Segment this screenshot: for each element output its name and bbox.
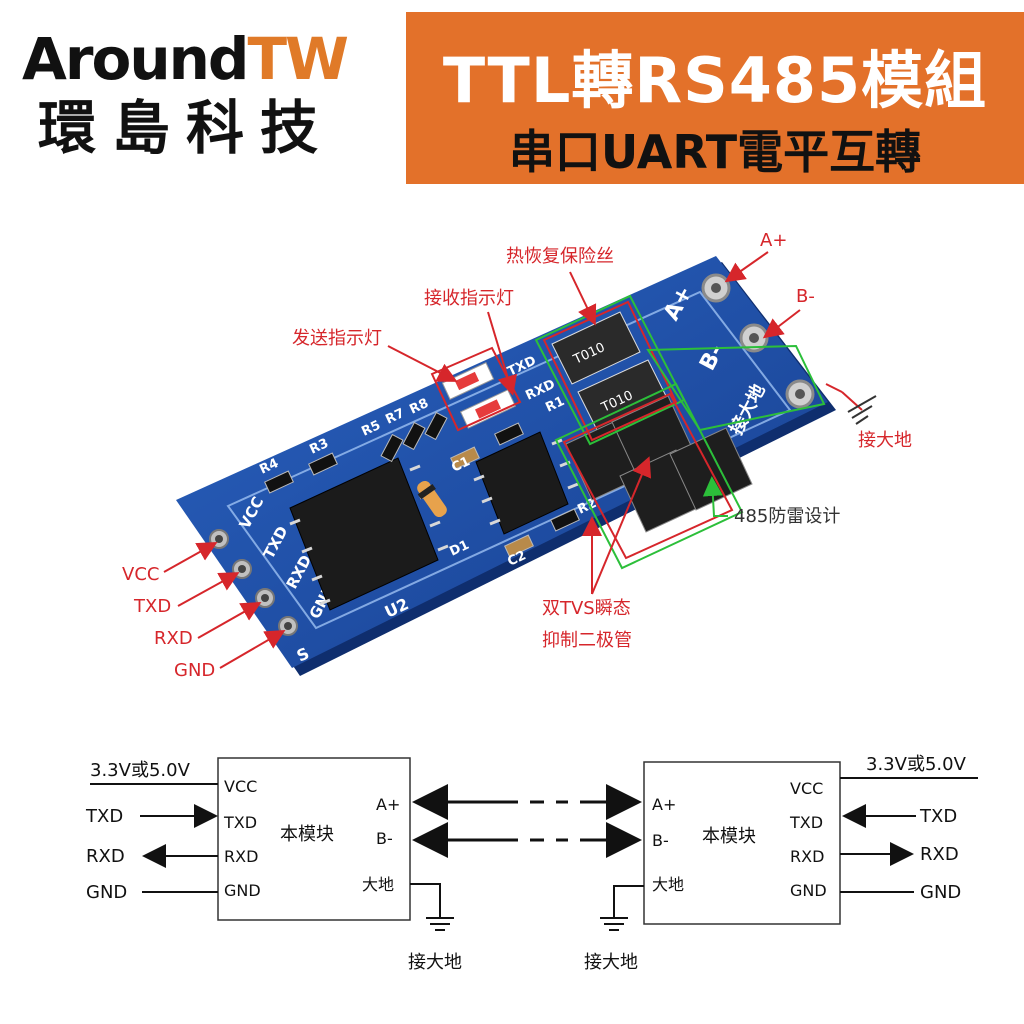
silk-r7: R7 (383, 406, 407, 428)
right-pin-txd: TXD (789, 813, 823, 832)
right-pin-a: A+ (652, 795, 676, 814)
brand-name-en: AroundTW (22, 26, 382, 92)
callout-ground: 接大地 (858, 430, 912, 451)
left-pin-gnd: GND (224, 881, 261, 900)
right-earth-label: 接大地 (584, 952, 638, 973)
wiring-diagram: 3.3V或5.0V VCC TXD TXD RXD RXD GND GND 本模… (85, 754, 978, 973)
right-module-label: 本模块 (702, 826, 756, 847)
brand-logo: AroundTW 環島科技 (22, 26, 382, 164)
silk-c2: C2 (505, 548, 528, 569)
callout-pin-txd: TXD (133, 596, 171, 617)
pin-header-left (209, 529, 298, 636)
left-pin-earth: 大地 (362, 875, 394, 894)
callout-pin-rxd: RXD (154, 628, 193, 649)
left-earth-label: 接大地 (408, 952, 462, 973)
brand-name-zh: 環島科技 (38, 94, 335, 162)
ground-symbol-left (426, 917, 454, 931)
right-pin-vcc: VCC (790, 779, 823, 798)
left-pin-txd: TXD (223, 813, 257, 832)
module-box-left (217, 757, 411, 921)
silk-r3: R3 (307, 436, 331, 458)
brand-name-part1: Around (22, 25, 249, 93)
left-module-label: 本模块 (280, 824, 334, 845)
silk-r1: R1 (543, 394, 567, 416)
callout-tx-led: 发送指示灯 (292, 328, 382, 349)
module-box-right (643, 761, 841, 925)
banner-subtitle: 串口UART電平互轉 (508, 125, 922, 179)
box-led-red (430, 346, 522, 432)
right-pin-gnd: GND (790, 881, 827, 900)
callout-rx-led: 接收指示灯 (424, 288, 514, 309)
callout-tvs-line1: 双TVS瞬态 (542, 598, 631, 619)
callout-tvs-line2: 抑制二极管 (542, 630, 632, 651)
callouts: A+ B- 热恢复保险丝 接收指示灯 发送指示灯 接大地 485防雷设计 双TV… (122, 230, 912, 681)
banner-title: TTL轉RS485模組 (442, 44, 988, 117)
terminal-pads (701, 273, 815, 409)
brand-name-part2: TW (247, 25, 349, 93)
diode-d1 (417, 480, 447, 518)
pcb-board: VCC TXD RXD GND S U2 (176, 256, 836, 676)
silk-r8: R8 (407, 396, 431, 418)
led-rx (459, 389, 517, 429)
left-pin-b: B- (376, 829, 393, 848)
left-gnd-label: GND (86, 882, 127, 903)
left-pin-vcc: VCC (224, 777, 257, 796)
left-rxd-label: RXD (86, 846, 125, 867)
silk-c1: C1 (449, 454, 472, 475)
silk-r5: R5 (359, 418, 383, 440)
right-pin-rxd: RXD (790, 847, 824, 866)
box-tvs-red (562, 392, 734, 560)
left-supply-label: 3.3V或5.0V (90, 760, 191, 781)
callout-fuse: 热恢复保险丝 (506, 246, 614, 267)
right-pin-b: B- (652, 831, 669, 850)
led-tx (441, 362, 495, 400)
left-pin-a: A+ (376, 795, 400, 814)
right-supply-label: 3.3V或5.0V (866, 754, 967, 775)
box-terminal-green (646, 344, 826, 432)
callout-pin-gnd: GND (174, 660, 215, 681)
left-pin-rxd: RXD (224, 847, 258, 866)
box-fuse-red (542, 300, 678, 442)
fuse-1: T010 (551, 311, 641, 385)
callout-surge: 485防雷设计 (734, 506, 840, 527)
ground-symbol-pcb (847, 395, 877, 425)
right-gnd-label: GND (920, 882, 961, 903)
ground-symbol-right (600, 917, 628, 931)
callout-b-minus: B- (796, 286, 815, 307)
right-txd-label: TXD (919, 806, 957, 827)
callout-pin-vcc: VCC (122, 564, 159, 585)
title-banner: TTL轉RS485模組 串口UART電平互轉 (406, 12, 1024, 184)
silk-r4: R4 (257, 456, 281, 478)
left-txd-label: TXD (85, 806, 123, 827)
callout-a-plus: A+ (760, 230, 787, 251)
right-rxd-label: RXD (920, 844, 959, 865)
right-pin-earth: 大地 (652, 875, 684, 894)
